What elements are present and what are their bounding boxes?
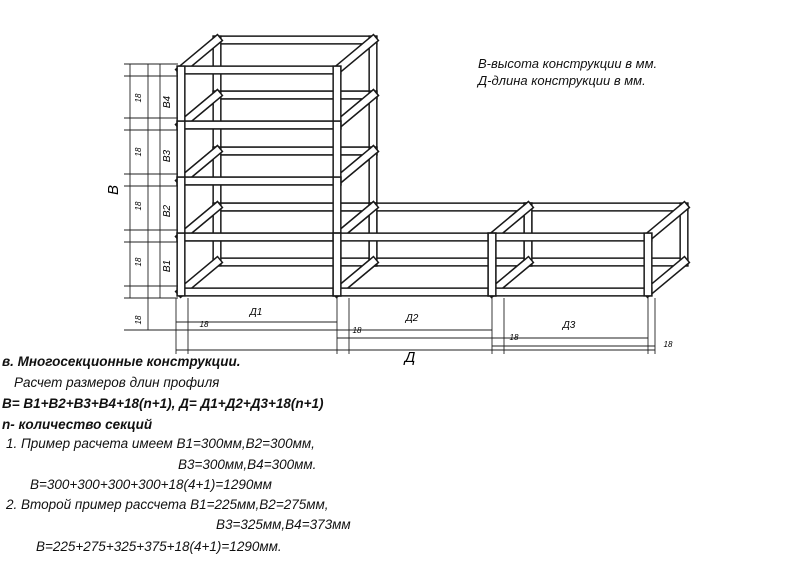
tower-level-3-depth-tr-face	[332, 146, 378, 186]
metal-frame-structure	[174, 33, 691, 299]
dim-label-b: В	[105, 185, 122, 195]
dim-label-18: 18	[664, 340, 673, 349]
tower-level-4-depth-tl-face	[176, 202, 222, 242]
section-2-depth-tl-face	[332, 202, 378, 242]
calc-heading: Расчет размеров длин профиля	[14, 375, 220, 390]
dim-label-18: 18	[134, 315, 143, 324]
section-3-depth-tl-face	[487, 202, 533, 242]
tower-level-3-depth-tl-face	[176, 146, 222, 186]
formula: В= В1+В2+В3+В4+18(n+1), Д= Д1+Д2+Д3+18(n…	[2, 396, 324, 411]
section-2-depth-bl-face	[332, 257, 378, 297]
dim-label-18: 18	[200, 320, 209, 329]
dim-label-b3: В3	[162, 149, 173, 162]
dim-label-d2: Д2	[405, 313, 419, 324]
tower-level-1-depth-tl-face	[176, 35, 222, 75]
dim-label-18: 18	[134, 257, 143, 266]
example1-line2: В3=300мм,В4=300мм.	[178, 457, 317, 472]
dim-label-18: 18	[134, 201, 143, 210]
tower-level-4-depth-bl-face	[176, 257, 222, 297]
dimension-lines	[124, 63, 656, 354]
tower-level-1-depth-tr-face	[332, 35, 378, 75]
dim-label-d1: Д1	[249, 307, 263, 318]
dim-label-d3: Д3	[562, 320, 576, 331]
dim-label-b1: В1	[162, 260, 173, 272]
section-3-depth-tr-face	[643, 202, 689, 242]
dim-label-b2: В2	[162, 204, 173, 217]
example2-line2: В3=325мм,В4=373мм	[216, 517, 351, 532]
tower-level-2-depth-tl-face	[176, 90, 222, 130]
example2-result: В=225+275+325+375+18(4+1)=1290мм.	[36, 539, 282, 554]
tower-level-2-depth-tr-face	[332, 90, 378, 130]
section-title: в. Многосекционные конструкции.	[2, 354, 241, 369]
example1-result: В=300+300+300+300+18(4+1)=1290мм	[30, 477, 272, 492]
example1-line1: 1. Пример расчета имеем В1=300мм,В2=300м…	[6, 436, 315, 451]
dim-label-18: 18	[134, 147, 143, 156]
dim-label-d: Д	[403, 349, 416, 366]
section-3-depth-br-face	[643, 257, 689, 297]
n-definition: n- количество секций	[2, 417, 153, 432]
section-3-depth-bl-face	[487, 257, 533, 297]
dim-label-18: 18	[510, 333, 519, 342]
dim-label-18: 18	[353, 326, 362, 335]
legend-height: В-высота конструкции в мм.	[478, 56, 658, 71]
dim-label-b4: В4	[162, 95, 173, 108]
legend-length: Д-длина конструкции в мм.	[478, 73, 646, 88]
example2-line1: 2. Второй пример рассчета В1=225мм,В2=27…	[6, 497, 329, 512]
dim-label-18: 18	[134, 93, 143, 102]
